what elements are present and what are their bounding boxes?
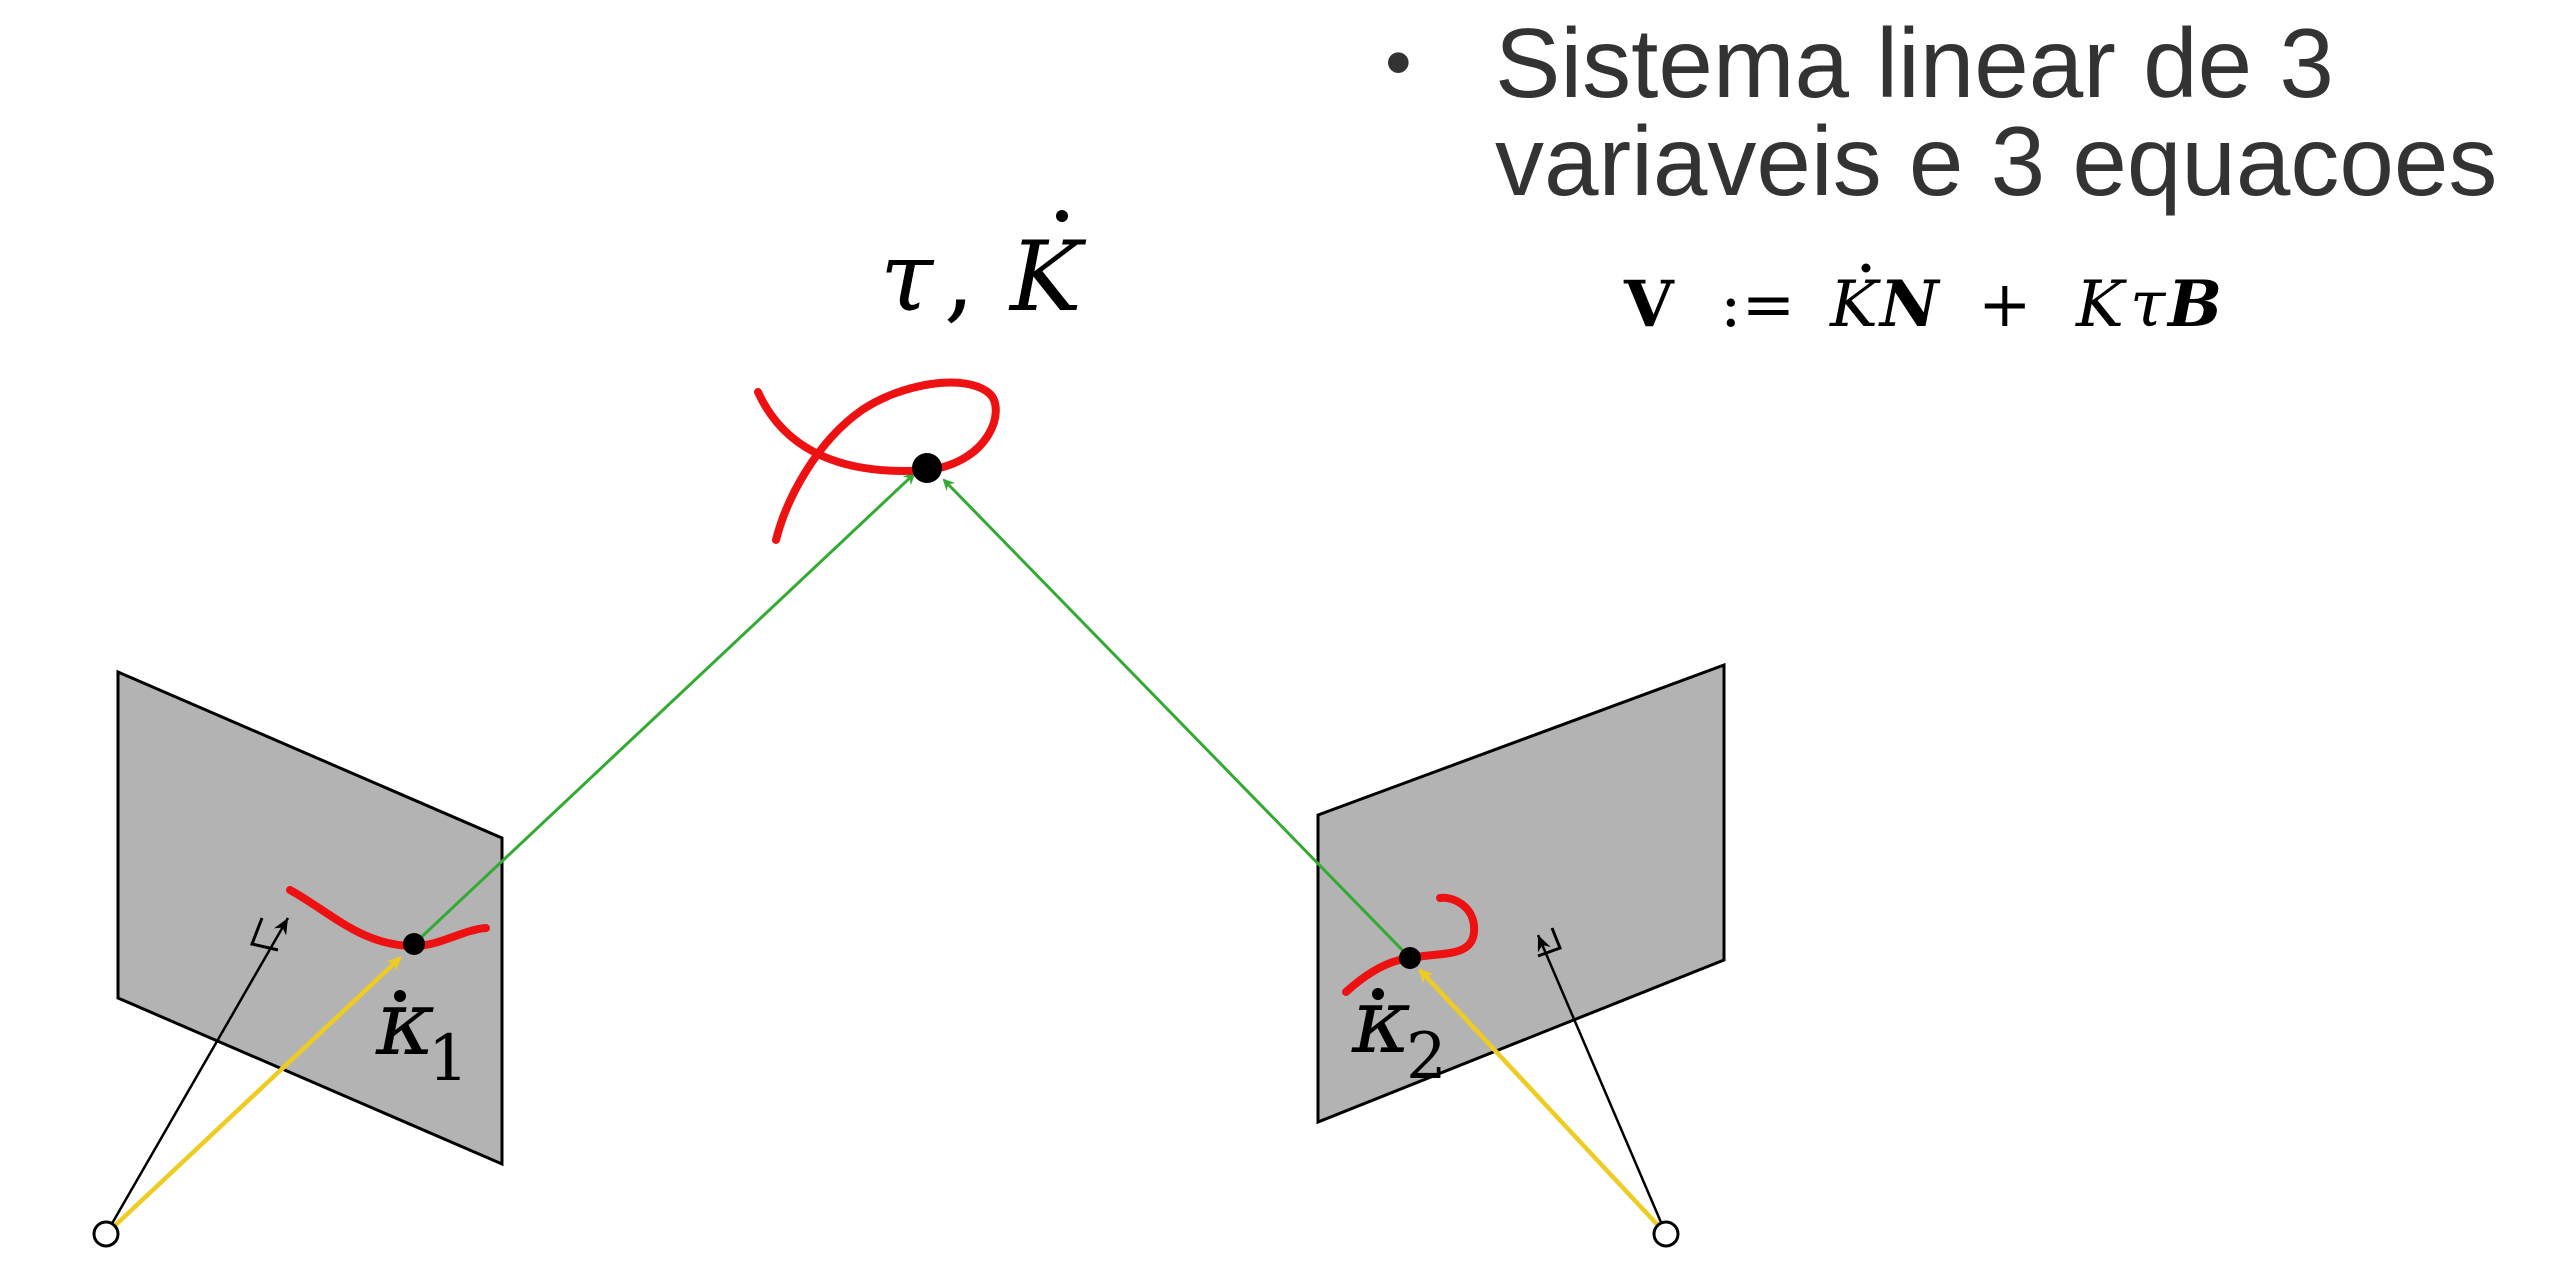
- right-orientation-mark: [1537, 927, 1562, 958]
- left-camera-black-ray: [104, 917, 290, 1235]
- top-label-comma: ,: [944, 221, 975, 333]
- right-green-ray: [942, 478, 1412, 960]
- bullet-line-2: variaveis e 3 equacoes: [1495, 106, 2498, 216]
- equation-k-dot: K: [1829, 268, 1881, 342]
- right-image-curve: [1342, 893, 1479, 996]
- right-image-point: [1399, 947, 1421, 969]
- left-image-plane: [116, 669, 504, 1167]
- left-orientation-mark: [249, 917, 279, 952]
- equation-assign: :=: [1720, 268, 1795, 342]
- right-image-plane: [1316, 662, 1726, 1125]
- top-label-tau: τ: [880, 221, 935, 333]
- equation-k-dot-mark: [1861, 263, 1871, 273]
- equation-n: N: [1878, 267, 1941, 342]
- space-curve: [754, 378, 1000, 544]
- kappa1-dot: [394, 990, 406, 1002]
- equation-tau: τ: [2130, 268, 2167, 342]
- left-image-curve: [286, 886, 490, 951]
- equation-b: B: [2166, 267, 2222, 342]
- kappa1-subscript: 1: [428, 1022, 469, 1096]
- bullet-line-1: Sistema linear de 3: [1495, 8, 2334, 118]
- top-label: τ , K: [880, 210, 1087, 333]
- left-yellow-ray: [104, 956, 402, 1236]
- kappa1-symbol: κ: [375, 971, 435, 1076]
- bullet-symbol: •: [1385, 20, 1412, 105]
- equation-plus: +: [1978, 268, 2032, 342]
- equation-k: K: [2075, 268, 2127, 342]
- top-label-k: K: [1008, 221, 1087, 333]
- top-label-k-dot: [1056, 210, 1068, 222]
- equation: V := K N + K τ B: [1623, 263, 2222, 342]
- left-camera-center: [92, 1220, 120, 1248]
- left-image-point: [403, 933, 425, 955]
- right-camera-center: [1652, 1220, 1680, 1248]
- kappa2-subscript: 2: [1406, 1020, 1447, 1094]
- kappa2-label: κ 2: [1351, 969, 1447, 1094]
- kappa2-dot: [1372, 988, 1384, 1000]
- space-point: [912, 453, 942, 483]
- left-green-ray: [412, 472, 916, 946]
- kappa2-symbol: κ: [1351, 969, 1411, 1074]
- equation-v: V: [1623, 267, 1675, 342]
- right-camera-black-ray: [1536, 934, 1668, 1235]
- right-yellow-ray: [1418, 968, 1668, 1236]
- kappa1-label: κ 1: [375, 971, 469, 1096]
